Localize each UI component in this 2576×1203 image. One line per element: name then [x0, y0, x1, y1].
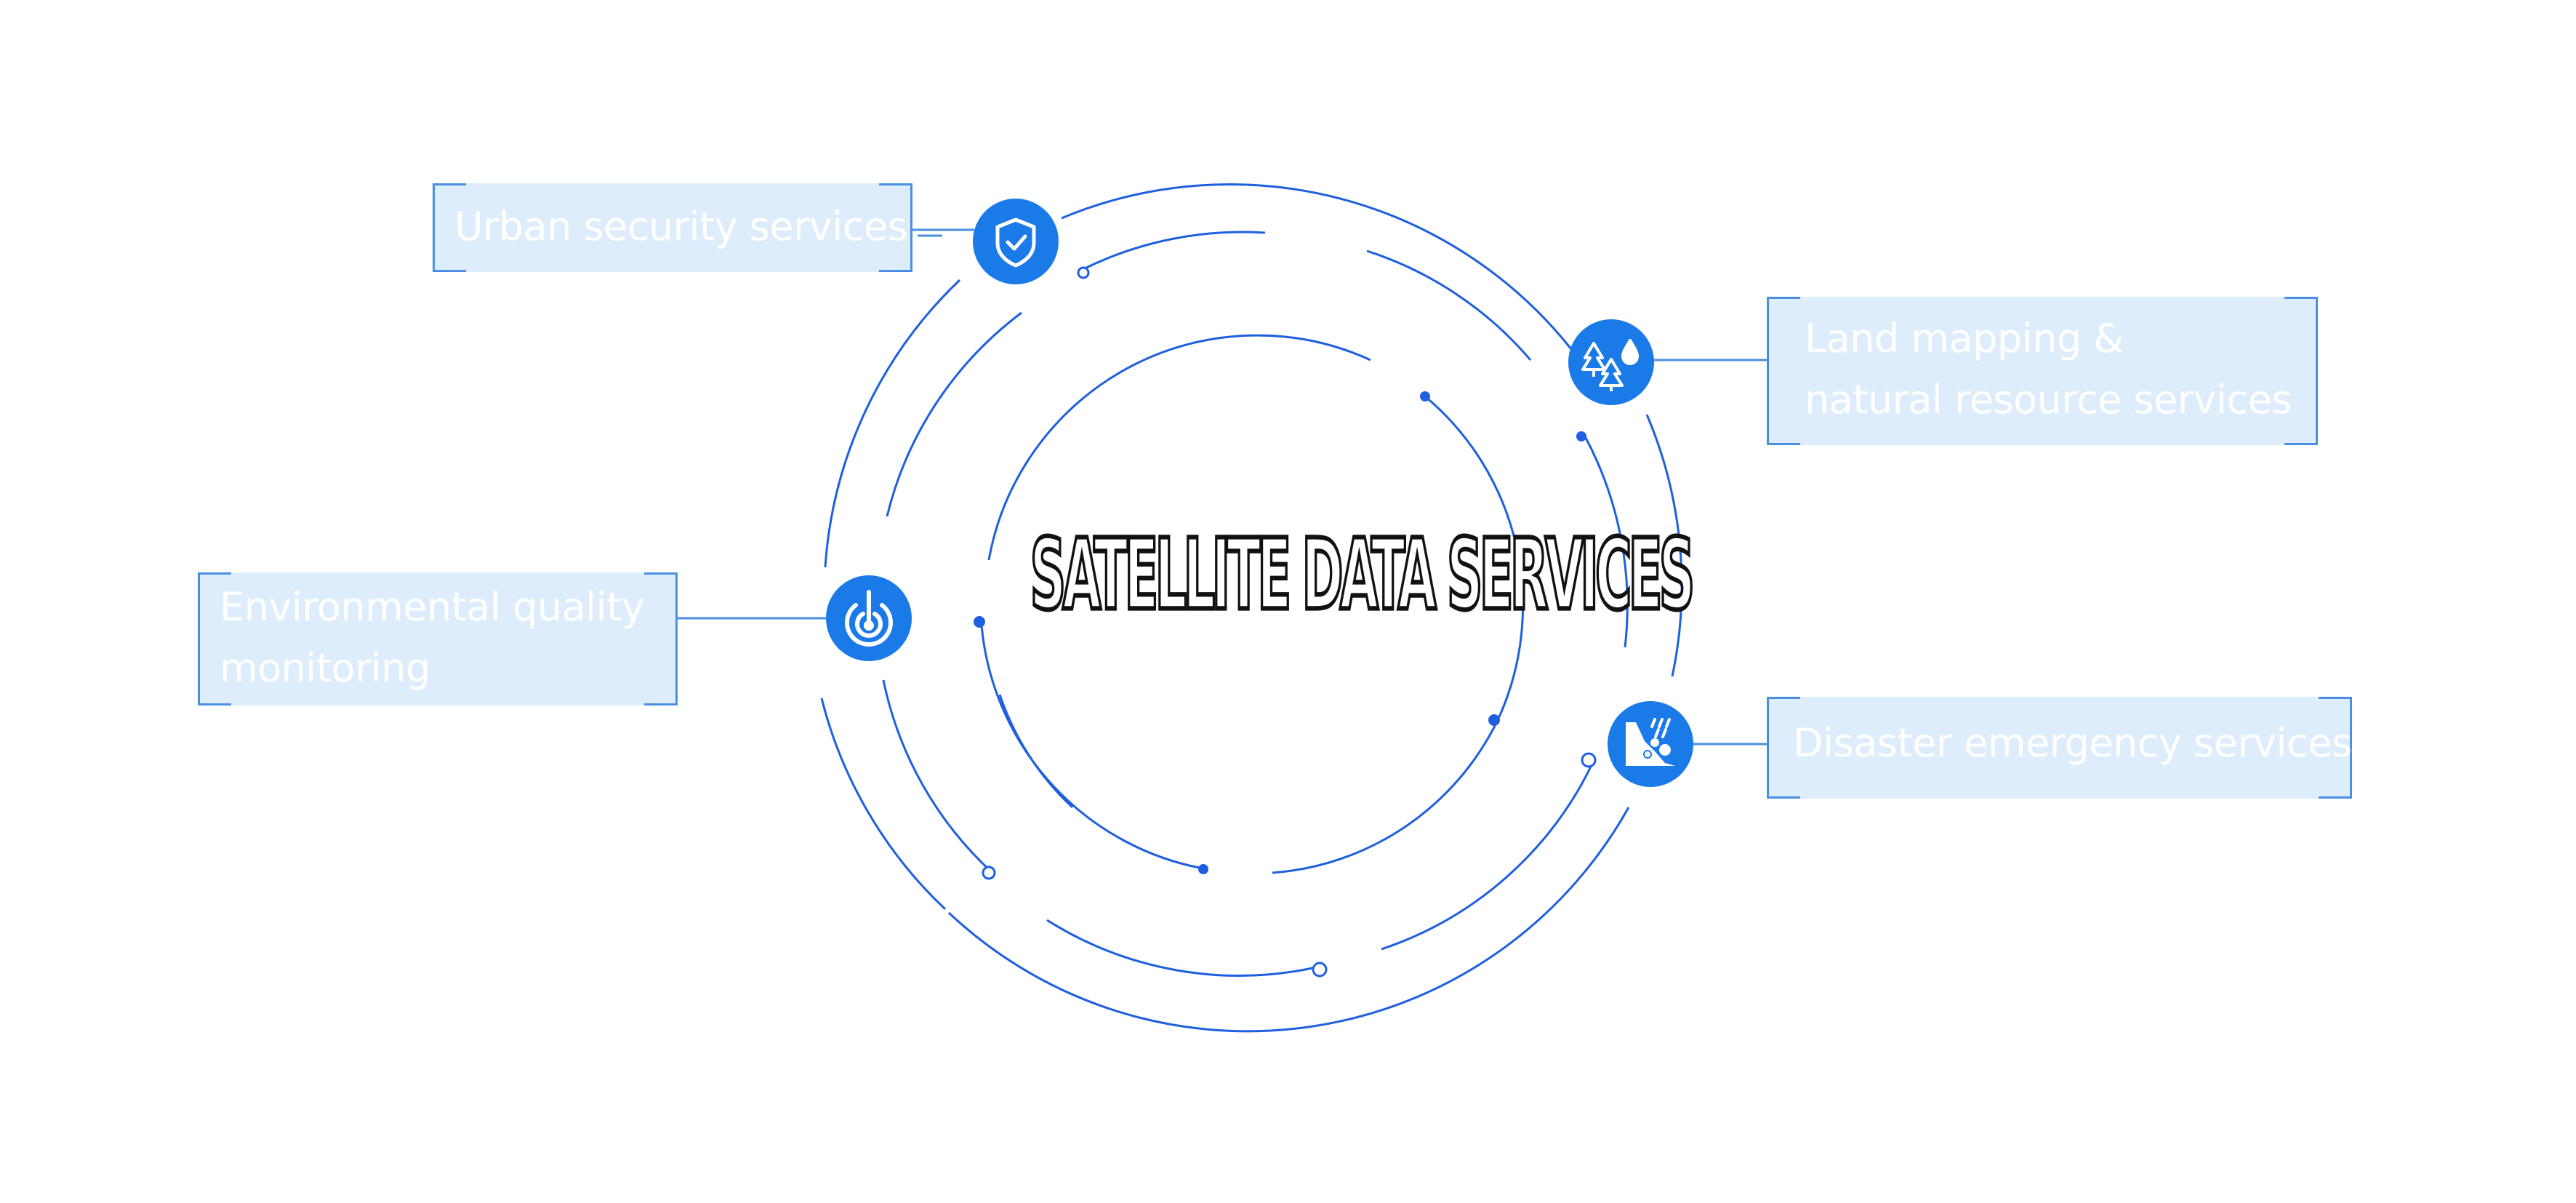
middle-ring-arc — [1381, 763, 1594, 951]
label-line: natural resource services — [1805, 377, 2292, 423]
ring-dot — [974, 616, 985, 628]
environment-node[interactable] — [826, 575, 912, 661]
middle-ring-arc — [1366, 249, 1532, 361]
trees-water-icon — [1581, 339, 1639, 391]
label-bracket-right — [2319, 697, 2352, 799]
inner-ring-arc — [998, 694, 1074, 809]
outer-ring-arc — [947, 807, 1630, 1033]
connectors — [676, 228, 1767, 746]
label-line: Urban security services — [454, 204, 908, 249]
ring-dot — [1576, 431, 1586, 441]
urban-node[interactable] — [973, 199, 1059, 284]
label-text: Land mapping & natural resource services — [1805, 308, 2292, 431]
land-node[interactable] — [1568, 319, 1654, 405]
ring-dot-hollow — [1312, 962, 1328, 978]
label-bracket-left — [433, 183, 466, 272]
label-text: Disaster emergency services — [1793, 713, 2352, 774]
ring-dot — [1488, 714, 1500, 726]
label-line: Land mapping & — [1805, 316, 2124, 361]
ring-dots — [974, 266, 1597, 978]
label-text: Urban security services — [454, 196, 908, 257]
disaster-node-circle — [1608, 701, 1693, 787]
label-bracket-right — [879, 183, 912, 272]
rings — [820, 183, 1683, 1033]
center-title: SATELLITE DATA SERVICES — [1029, 515, 1696, 634]
label-bracket-right — [2284, 297, 2318, 445]
middle-ring-arc — [1046, 919, 1317, 977]
middle-ring-arc — [1584, 436, 1629, 648]
outer-ring-arc — [820, 698, 947, 911]
label-urban-security: Urban security services — [433, 183, 912, 272]
inner-ring-arc — [987, 334, 1371, 561]
ring-dot-hollow — [1581, 752, 1597, 768]
inner-ring-arc — [1272, 719, 1499, 874]
label-land-mapping: Land mapping & natural resource services — [1767, 297, 2318, 445]
outer-ring-arc — [1061, 183, 1576, 353]
land-node-circle — [1568, 319, 1654, 405]
outer-ring-arc — [824, 279, 961, 568]
label-line: Environmental quality — [220, 584, 645, 630]
label-disaster-emergency: Disaster emergency services — [1767, 697, 2352, 799]
shield-check-icon — [995, 217, 1036, 268]
middle-ring-arc — [1083, 231, 1266, 271]
label-bracket-right — [644, 572, 678, 706]
label-line: Disaster emergency services — [1793, 720, 2352, 766]
ring-dot-hollow — [1077, 266, 1090, 279]
label-bracket-left — [1767, 697, 1800, 799]
label-bracket-left — [198, 572, 231, 706]
ring-dot — [1198, 864, 1208, 874]
disaster-node[interactable] — [1608, 701, 1693, 787]
ring-dot-hollow — [982, 866, 996, 880]
label-line: monitoring — [220, 645, 430, 691]
label-text: Environmental quality monitoring — [220, 577, 645, 699]
outer-ring-arc — [1645, 414, 1683, 677]
label-environmental-quality: Environmental quality monitoring — [198, 572, 678, 706]
inner-ring-arc — [980, 625, 1208, 871]
label-bracket-left — [1767, 297, 1800, 445]
urban-node-circle — [973, 199, 1059, 284]
inner-ring-arc — [1424, 395, 1525, 721]
middle-ring-arc — [886, 311, 1022, 517]
ring-dot — [1420, 391, 1430, 401]
sensor-power-icon — [845, 590, 893, 647]
landslide-rain-icon — [1626, 718, 1675, 766]
middle-ring-arc — [882, 679, 994, 874]
